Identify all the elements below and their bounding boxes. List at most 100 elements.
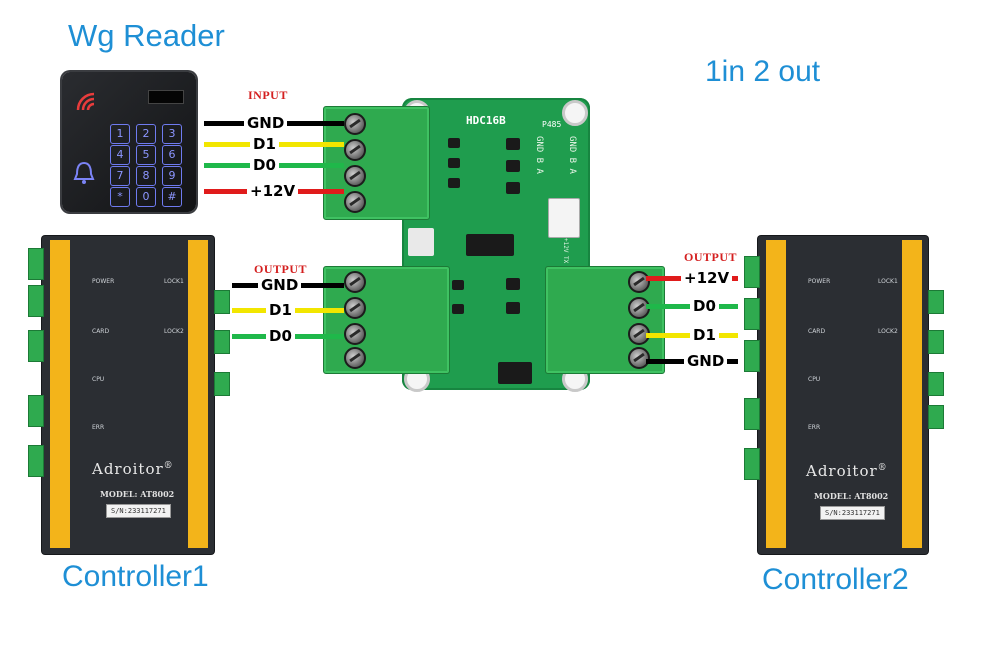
mode-title: 1in 2 out xyxy=(705,55,821,88)
terminal-screw[interactable] xyxy=(344,139,366,161)
terminal-screw[interactable] xyxy=(344,323,366,345)
output-right-label-12v: +12V xyxy=(681,270,733,286)
smd-component xyxy=(506,138,520,150)
output-left-terminal-block xyxy=(323,266,450,374)
smd-component xyxy=(506,302,520,314)
led-label-cpu: CPU xyxy=(92,376,105,383)
lock-label-1: LOCK1 xyxy=(164,278,184,285)
keypad-key[interactable]: 2 xyxy=(136,124,156,144)
controller-terminal xyxy=(214,372,230,396)
led-label-power: POWER xyxy=(92,278,115,285)
led-label-card: CARD xyxy=(808,328,826,335)
controller-io-strip xyxy=(766,240,786,548)
keypad-key[interactable]: 0 xyxy=(136,187,156,207)
smd-component xyxy=(448,138,460,148)
led-label-power: POWER xyxy=(808,278,831,285)
keypad-key[interactable]: # xyxy=(162,187,182,207)
controller-terminal xyxy=(214,290,230,314)
controller-terminal xyxy=(928,290,944,314)
keypad-key[interactable]: 7 xyxy=(110,166,130,186)
controller-model: MODEL: AT8002 xyxy=(814,491,889,501)
terminal-screw[interactable] xyxy=(344,113,366,135)
port-label-gnd-b-a: GND B A xyxy=(567,136,577,174)
controller-brand: Adroitor® xyxy=(806,462,888,480)
output-right-label-d0: D0 xyxy=(690,298,719,314)
controller-terminal xyxy=(744,448,760,480)
led-label-err: ERR xyxy=(808,424,821,431)
lock-label-2: LOCK2 xyxy=(878,328,898,335)
keypad-key[interactable]: 8 xyxy=(136,166,156,186)
keypad-key[interactable]: 5 xyxy=(136,145,156,165)
keypad-key[interactable]: 6 xyxy=(162,145,182,165)
input-label-d1: D1 xyxy=(250,136,279,152)
keypad-key[interactable]: 9 xyxy=(162,166,182,186)
output-right-label-d1: D1 xyxy=(690,327,719,343)
keypad-key[interactable]: 3 xyxy=(162,124,182,144)
terminal-screw[interactable] xyxy=(344,347,366,369)
controller-io-strip xyxy=(902,240,922,548)
controller1-title: Controller1 xyxy=(62,560,209,593)
bell-icon xyxy=(73,161,95,184)
controller-io-strip xyxy=(188,240,208,548)
smd-component xyxy=(448,178,460,188)
controller-terminal xyxy=(28,445,44,477)
controller2-device: POWER CARD CPU ERR LOCK1 LOCK2 Adroitor®… xyxy=(758,236,928,554)
output-left-label: OUTPUT xyxy=(254,262,308,276)
terminal-screw[interactable] xyxy=(344,165,366,187)
smd-component xyxy=(506,160,520,172)
controller-io-strip xyxy=(50,240,70,548)
jtag-header xyxy=(548,198,580,238)
keypad-key[interactable]: 1 xyxy=(110,124,130,144)
reader-display xyxy=(148,90,184,104)
dip-switch xyxy=(408,228,434,256)
led-label-err: ERR xyxy=(92,424,105,431)
wg-reader-device: 1 2 3 4 5 6 7 8 9 * 0 # xyxy=(62,72,196,212)
controller-model: MODEL: AT8002 xyxy=(100,489,175,499)
terminal-screw[interactable] xyxy=(344,191,366,213)
output-right-label: OUTPUT xyxy=(684,250,738,264)
keypad-key[interactable]: 4 xyxy=(110,145,130,165)
smd-component xyxy=(452,304,464,314)
smd-component xyxy=(506,182,520,194)
terminal-screw[interactable] xyxy=(628,347,650,369)
controller-terminal xyxy=(744,298,760,330)
port-label-gnd-b-a-inner: GND B A xyxy=(534,136,544,174)
controller-terminal xyxy=(928,405,944,429)
output-left-label-d0: D0 xyxy=(266,328,295,344)
lock-label-2: LOCK2 xyxy=(164,328,184,335)
reader-keypad: 1 2 3 4 5 6 7 8 9 * 0 # xyxy=(110,124,190,208)
controller-terminal xyxy=(28,248,44,280)
input-label-12v: +12V xyxy=(247,183,299,199)
lock-label-1: LOCK1 xyxy=(878,278,898,285)
controller-serial: S/N:233117271 xyxy=(106,504,171,518)
controller-terminal xyxy=(28,395,44,427)
led-label-cpu: CPU xyxy=(808,376,821,383)
controller2-title: Controller2 xyxy=(762,563,909,596)
input-label-gnd: GND xyxy=(244,115,288,131)
controller-terminal xyxy=(744,340,760,372)
controller1-device: POWER CARD CPU ERR LOCK1 LOCK2 Adroitor®… xyxy=(42,236,214,554)
mount-hole xyxy=(562,100,588,126)
controller-terminal xyxy=(928,330,944,354)
controller-terminal xyxy=(28,330,44,362)
terminal-screw[interactable] xyxy=(628,271,650,293)
wifi-arcs-icon xyxy=(76,92,95,111)
output-right-terminal-block xyxy=(545,266,665,374)
terminal-screw[interactable] xyxy=(344,271,366,293)
smd-component xyxy=(448,158,460,168)
input-label-d0: D0 xyxy=(250,157,279,173)
reader-title: Wg Reader xyxy=(68,18,225,53)
board-model: HDC16B xyxy=(466,114,506,127)
terminal-screw[interactable] xyxy=(344,297,366,319)
led-label-card: CARD xyxy=(92,328,110,335)
controller-terminal xyxy=(744,398,760,430)
controller-brand: Adroitor® xyxy=(92,460,174,478)
smd-component xyxy=(506,278,520,290)
controller-terminal xyxy=(28,285,44,317)
controller-terminal xyxy=(928,372,944,396)
keypad-key[interactable]: * xyxy=(110,187,130,207)
output-right-label-gnd: GND xyxy=(684,353,728,369)
jtag-label: +12V TX RX GND xyxy=(562,238,569,289)
output-left-label-gnd: GND xyxy=(258,277,302,293)
output-left-label-d1: D1 xyxy=(266,302,295,318)
